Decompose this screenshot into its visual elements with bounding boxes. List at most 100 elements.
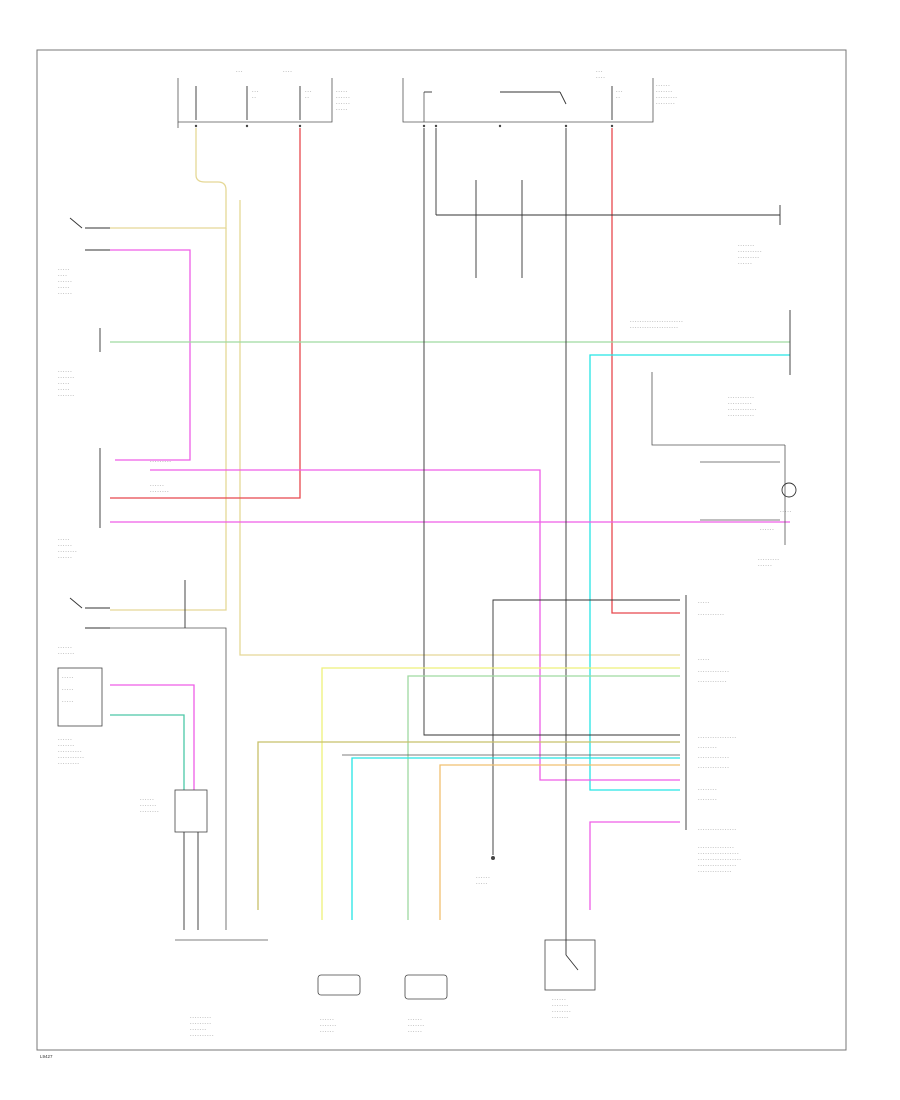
svg-text:- - - - -: - - - - -: [58, 536, 70, 541]
svg-text:- - - - - - - - - -: - - - - - - - - - -: [190, 1032, 214, 1037]
svg-text:- - -: - - -: [236, 68, 243, 73]
svg-text:- - - - - - - - - - -: - - - - - - - - - - -: [58, 754, 84, 759]
4wd-switch-connector: - - - - - - - - - - - - - - - - - - - - …: [58, 448, 172, 559]
wire-teal-vss: [110, 714, 185, 790]
svg-text:- - - - - -: - - - - - -: [656, 82, 670, 87]
svg-text:- - - - - -: - - - - - -: [760, 526, 774, 531]
svg-text:- - - - - - - - - -: - - - - - - - - - -: [58, 748, 82, 753]
svg-text:- - - - - - - - -: - - - - - - - - -: [190, 1020, 212, 1025]
svg-text:- - - - -: - - - - -: [698, 656, 710, 661]
right-front-wheel-speed-sensor: - - - - - - - - - - - - - - - - - - -: [404, 974, 448, 1033]
svg-text:- - - - - - - -: - - - - - - - -: [698, 796, 717, 801]
svg-text:- - - - - -: - - - - - -: [476, 874, 490, 879]
svg-text:- - - - - - - - - - -: - - - - - - - - - - -: [728, 394, 754, 399]
svg-text:- - - - - -: - - - - - -: [58, 736, 72, 741]
wire-pink-vss: [110, 684, 195, 790]
wire-pink-switch: [110, 249, 191, 461]
wire-black-trunk-1: [423, 128, 680, 736]
brake-pedal-switch: - - - - - - - - - - - - - - - - - - - - …: [544, 905, 596, 1019]
svg-text:- - - - -: - - - - -: [62, 686, 74, 691]
transfer-case-switch: - - - - - - - - - - - - - - - - - - - - …: [58, 328, 101, 397]
svg-text:- - - - - - - - - - -: - - - - - - - - - - -: [698, 611, 724, 616]
svg-text:- - - - -: - - - - -: [62, 674, 74, 679]
svg-text:- - - - - - - -: - - - - - - - -: [140, 808, 159, 813]
wire-cyan-right-rear: [351, 757, 680, 920]
svg-text:- - - - -: - - - - -: [58, 266, 70, 271]
svg-text:- - - - - - -: - - - - - - -: [58, 742, 75, 747]
svg-text:- - - - - - - -: - - - - - - - -: [58, 548, 77, 553]
svg-text:- - - - - - -: - - - - - - -: [320, 1022, 337, 1027]
diagram-frame: [36, 49, 847, 1051]
vss-buffer-module: - - - - - - - - - - - - - - - - - - - - …: [140, 789, 208, 930]
wire-yellow-stoplamp: [110, 128, 227, 229]
svg-text:- - - - - - - - - -: - - - - - - - - - -: [738, 248, 762, 253]
svg-text:- - - - - - - -: - - - - - - - -: [150, 488, 169, 493]
fuse-2: - - - - -: [246, 86, 259, 120]
svg-text:- - - - - -: - - - - - -: [150, 482, 164, 487]
svg-text:- - - - - -: - - - - - -: [336, 100, 350, 105]
svg-text:- - - - -: - - - - -: [58, 386, 70, 391]
svg-text:- - - - - -: - - - - - -: [58, 368, 72, 373]
wire-pink-brake-switch: [589, 821, 680, 910]
svg-text:- - - - -: - - - - -: [58, 380, 70, 385]
svg-text:- - - - - - - - - - - -: - - - - - - - - - - - -: [728, 406, 757, 411]
svg-text:- - - - -: - - - - -: [476, 880, 488, 885]
fuse-block-left: - - - - - - - - - - - - - - - - - - - - …: [177, 68, 350, 128]
svg-text:- - - - -: - - - - -: [780, 508, 792, 513]
vehicle-speed-sensor-box: - - - - - - - - - - - - - - - - - - - - …: [57, 667, 103, 765]
clutch-switch: - - - - - - - - - - - - -: [58, 580, 186, 655]
svg-text:- - - - -: - - - - -: [336, 88, 348, 93]
svg-text:- - - - - - - - - - - - -: - - - - - - - - - - - - -: [698, 754, 729, 759]
svg-text:- - - - - -: - - - - - -: [58, 554, 72, 559]
svg-text:- - - - -: - - - - -: [698, 599, 710, 604]
instrument-cluster: - - - - - - - - - - - - - - - - - - - - …: [758, 445, 797, 567]
svg-text:- - - - - - - - - - - - - - -: - - - - - - - - - - - - - - - - -: [698, 850, 739, 855]
ebcm-connector: - - - - - - - - - - - - - - - - - - - - …: [685, 595, 742, 873]
wire-green-right-front: [407, 675, 680, 920]
wire-yellow-ignition: [110, 200, 680, 656]
wire-orange-sensor: [439, 764, 680, 920]
svg-text:- - - - - -: - - - - - -: [58, 278, 72, 283]
fuse-block-right: - - - - - - - - - - - - - - - - - - - - …: [402, 68, 678, 128]
svg-text:- - - -: - - - -: [596, 74, 605, 79]
svg-text:- - - - - -: - - - - - -: [552, 996, 566, 1001]
svg-text:- - - -: - - - -: [283, 68, 292, 73]
svg-text:- - -: - - -: [596, 68, 603, 73]
diagram-code: L9427: [40, 1054, 53, 1059]
svg-text:- - - - - - - - - - - -: - - - - - - - - - - - -: [698, 678, 727, 683]
svg-text:- - - - - - -: - - - - - - -: [58, 374, 75, 379]
wire-red-battery: [110, 128, 301, 499]
svg-text:- - - - - - -: - - - - - - -: [552, 1014, 569, 1019]
svg-text:- - - - -: - - - - -: [336, 106, 348, 111]
svg-text:- - - - - -: - - - - - -: [320, 1016, 334, 1021]
wire-cyan-bus: [589, 354, 790, 791]
svg-text:- - - - - - - - -: - - - - - - - - -: [190, 1014, 212, 1019]
svg-text:- - - - - - -: - - - - - - -: [552, 1002, 569, 1007]
wire-olive-left-rear: [257, 741, 680, 910]
wire-gray-vss: [110, 627, 227, 930]
svg-text:- - - - - - - - -: - - - - - - - - -: [58, 760, 80, 765]
svg-text:- - - - - - - - - - - - - -: - - - - - - - - - - - - - -: [698, 868, 732, 873]
svg-text:- - - - - -: - - - - - -: [408, 1028, 422, 1033]
svg-text:- - - - - - - - - - - - - - -: - - - - - - - - - - - - - - - - - - - - …: [630, 318, 683, 323]
svg-text:- - - - - - - - - - - - -: - - - - - - - - - - - - -: [698, 764, 729, 769]
svg-text:- - - - - -: - - - - - -: [408, 1016, 422, 1021]
stoplamp-switch: - - - - - - - - - - - - - - - - - - - - …: [58, 217, 110, 295]
svg-text:- - - - - - - - - - - - -: - - - - - - - - - - - - -: [698, 668, 729, 673]
svg-text:- - - - -: - - - - -: [58, 284, 70, 289]
svg-text:- - - - - - - -: - - - - - - - -: [698, 786, 717, 791]
svg-text:- - - - - -: - - - - - -: [140, 796, 154, 801]
svg-text:- - - - - - - -: - - - - - - - -: [656, 100, 675, 105]
svg-text:- - - - -: - - - - -: [62, 698, 74, 703]
wire-pink-brake: [150, 469, 680, 781]
svg-text:- - - - - - -: - - - - - - -: [190, 1026, 207, 1031]
svg-text:- -: - -: [616, 94, 620, 99]
svg-text:- - - - - - - - - - - - - - -: - - - - - - - - - - - - - - -: [698, 844, 734, 849]
wire-gray-sensor: [651, 372, 785, 521]
svg-text:- - - - - - - -: - - - - - - - -: [552, 1008, 571, 1013]
svg-text:- - -: - - -: [616, 88, 623, 93]
svg-text:- - - - - -: - - - - - -: [320, 1028, 334, 1033]
svg-text:- - - - - - - - -: - - - - - - - - -: [656, 94, 678, 99]
svg-text:- - - - - -: - - - - - -: [58, 644, 72, 649]
